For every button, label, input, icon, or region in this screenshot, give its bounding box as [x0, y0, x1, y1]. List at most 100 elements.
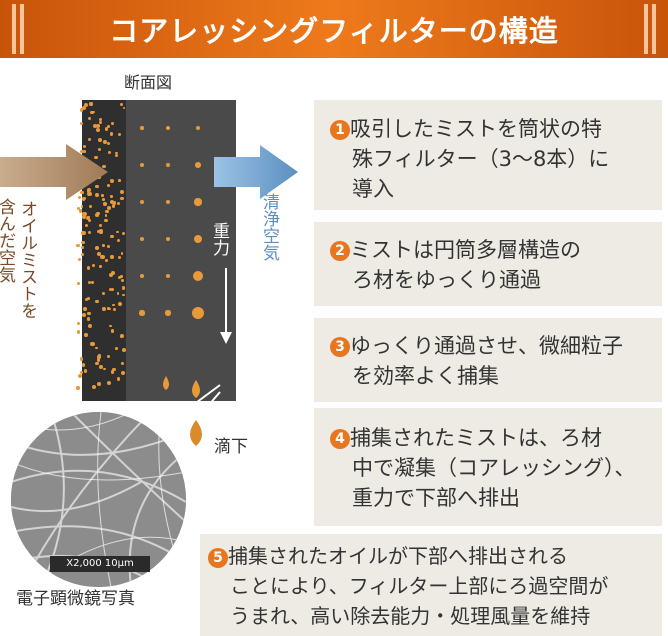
- mist-particle: [195, 162, 201, 168]
- mist-particle: [110, 271, 115, 275]
- mist-particle: [78, 209, 83, 213]
- drip-drop-icon: [190, 420, 202, 446]
- mist-particle: [120, 333, 125, 338]
- mist-particle: [99, 230, 103, 235]
- mist-particle: [103, 140, 107, 145]
- mist-particle: [117, 132, 122, 137]
- mist-particle: [109, 132, 114, 136]
- mist-particle: [81, 240, 85, 245]
- banner-stripe: [12, 4, 16, 54]
- mist-particle: [78, 374, 83, 379]
- mist-particle: [91, 263, 96, 268]
- clean-air-outflow-arrow: [214, 145, 298, 199]
- micrograph-scale: X2,000 10μm: [50, 556, 150, 572]
- mist-particle: [82, 196, 86, 201]
- mist-particle: [83, 369, 88, 373]
- mist-particle: [96, 358, 101, 362]
- mist-particle: [120, 251, 124, 255]
- mist-particle: [97, 147, 101, 152]
- mist-particle: [112, 307, 116, 311]
- mist-particle: [87, 117, 91, 121]
- mist-particle: [86, 266, 91, 270]
- mist-particle: [76, 243, 80, 247]
- oil-air-inflow-arrow: [0, 144, 108, 200]
- step-5-line-3: うまれ、高い除去能力・処理風量を維持: [230, 604, 591, 628]
- mist-particle: [89, 102, 93, 106]
- mist-particle: [139, 199, 145, 205]
- mist-particle: [194, 198, 202, 206]
- mist-particle: [82, 105, 87, 110]
- mist-particle: [102, 243, 106, 247]
- step-number-4: 4: [330, 429, 350, 449]
- mist-particle: [82, 211, 87, 216]
- step-box-4: [314, 408, 662, 526]
- mist-particle: [98, 121, 103, 125]
- mist-particle: [120, 196, 124, 200]
- mist-particle: [84, 223, 89, 228]
- mist-particle: [107, 184, 111, 187]
- mist-particle: [99, 265, 102, 269]
- mist-particle: [165, 236, 171, 242]
- step-1-line-2: 殊フィルター（3〜8本）に: [352, 147, 610, 171]
- step-2-line-2: ろ材をゆっくり通過: [352, 268, 541, 292]
- mist-particle: [84, 333, 88, 337]
- mist-particle: [121, 286, 126, 291]
- mist-particle: [121, 348, 126, 352]
- gravity-arrowhead: [220, 332, 232, 344]
- step-5-line-1: 捕集されたオイルが下部へ排出される: [228, 544, 568, 568]
- mist-particle: [106, 380, 111, 385]
- step-5-line-2: ことにより、フィルター上部にろ過空間が: [230, 574, 609, 598]
- mist-particle: [87, 218, 92, 223]
- mist-particle: [107, 151, 111, 155]
- step-4-line-2: 中で凝集（コアレッシング）、: [352, 456, 636, 480]
- step-3-line-1: ゆっくり通過させ、微細粒子: [350, 334, 623, 358]
- mist-particle: [117, 179, 121, 182]
- mist-particle: [120, 279, 124, 283]
- mist-particle: [80, 108, 84, 112]
- mist-particle: [76, 282, 80, 286]
- mist-particle: [86, 216, 90, 220]
- mist-particle: [76, 206, 81, 211]
- mist-particle: [95, 361, 99, 366]
- mist-particle: [97, 251, 102, 256]
- step-3-line-2: を効率よく捕集: [352, 364, 499, 388]
- mist-particle: [106, 354, 110, 358]
- mist-particle: [94, 155, 98, 160]
- mist-particle: [166, 163, 170, 167]
- mist-particle: [111, 204, 116, 208]
- oil-drop-icon: [163, 376, 169, 390]
- mist-particle: [110, 234, 114, 239]
- oil-drop-icon: [192, 380, 200, 398]
- mist-particle: [120, 275, 124, 279]
- micrograph-caption: 電子顕微鏡写真: [16, 589, 135, 609]
- mist-particle: [110, 195, 113, 199]
- mist-particle: [95, 213, 99, 218]
- mist-particle: [114, 151, 118, 155]
- banner-stripe: [644, 4, 648, 54]
- mist-particle: [111, 370, 115, 374]
- mist-particle: [117, 202, 121, 206]
- mist-particle: [92, 385, 96, 390]
- mist-particle: [105, 209, 109, 213]
- mist-particle: [83, 102, 88, 107]
- oil-air-label-2: 含んだ空気: [0, 198, 16, 283]
- mist-particle: [99, 224, 103, 228]
- step-box-5: [200, 534, 662, 636]
- mist-particle: [107, 307, 110, 310]
- mist-particle: [89, 204, 93, 208]
- mist-particle: [84, 297, 88, 301]
- mist-particle: [88, 280, 92, 285]
- mist-particle: [80, 232, 84, 236]
- mist-particle: [81, 215, 86, 220]
- mist-particle: [107, 245, 110, 248]
- mist-particle: [107, 205, 111, 210]
- mist-particle: [104, 214, 108, 217]
- mist-particle: [193, 234, 203, 244]
- mist-particle: [76, 321, 81, 325]
- mist-particle: [77, 330, 81, 334]
- mist-particle: [139, 236, 145, 242]
- banner-stripe: [652, 4, 656, 54]
